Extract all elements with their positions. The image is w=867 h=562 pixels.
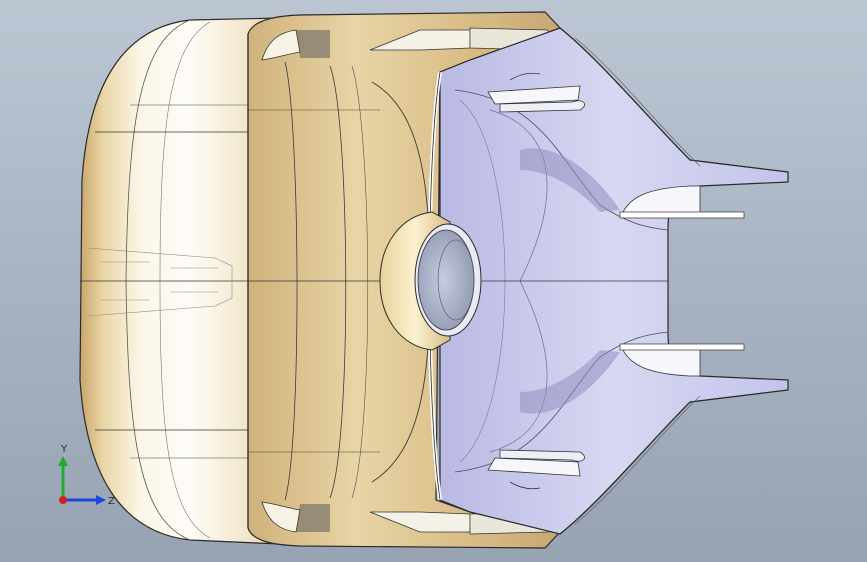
z-axis-label: Z (108, 496, 115, 507)
flange-tab-upper[interactable] (619, 185, 745, 219)
snap-hook-bottom[interactable] (487, 449, 585, 490)
axis-triad: Y Z (58, 444, 115, 507)
y-axis-arrowhead (58, 456, 68, 466)
center-bore[interactable] (379, 211, 482, 351)
x-axis-dot (59, 496, 67, 504)
flange-tab-lower[interactable] (619, 343, 745, 377)
inner-cavity[interactable] (439, 27, 789, 535)
snap-hook-top[interactable] (487, 72, 585, 113)
z-axis-arrowhead (96, 495, 106, 505)
y-axis-label: Y (60, 444, 68, 455)
outer-cap[interactable] (79, 17, 281, 545)
